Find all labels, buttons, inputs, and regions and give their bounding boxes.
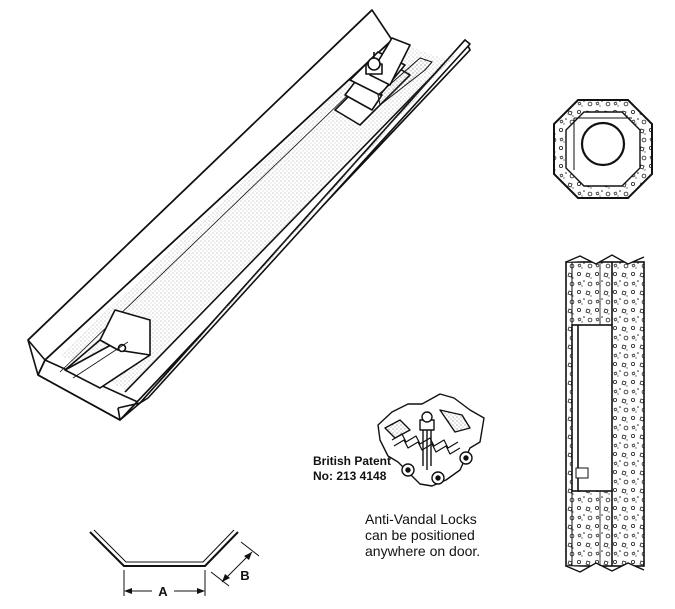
locks-line-3: anywhere on door. [365, 543, 481, 559]
locks-caption: Anti-Vandal Locks can be positioned anyw… [365, 511, 480, 559]
patent-caption: British Patent No: 213 4148 [313, 454, 391, 484]
dimension-b-label: B [240, 568, 249, 583]
channel-trough-drawing [27, 9, 471, 421]
anti-vandal-lock-detail-drawing [377, 393, 485, 487]
patent-line-1: British Patent [313, 454, 392, 468]
lower-bracket-drawing [64, 309, 151, 389]
dimension-profile-drawing [89, 529, 260, 596]
locks-line-1: Anti-Vandal Locks [365, 511, 477, 527]
upper-lock-assembly-drawing [334, 37, 433, 126]
locks-line-2: can be positioned [365, 527, 475, 543]
patent-line-2: No: 213 4148 [313, 469, 387, 483]
vertical-section-drawing [565, 254, 645, 573]
dimension-a-label: A [158, 584, 168, 599]
octagon-section-drawing [553, 99, 653, 199]
